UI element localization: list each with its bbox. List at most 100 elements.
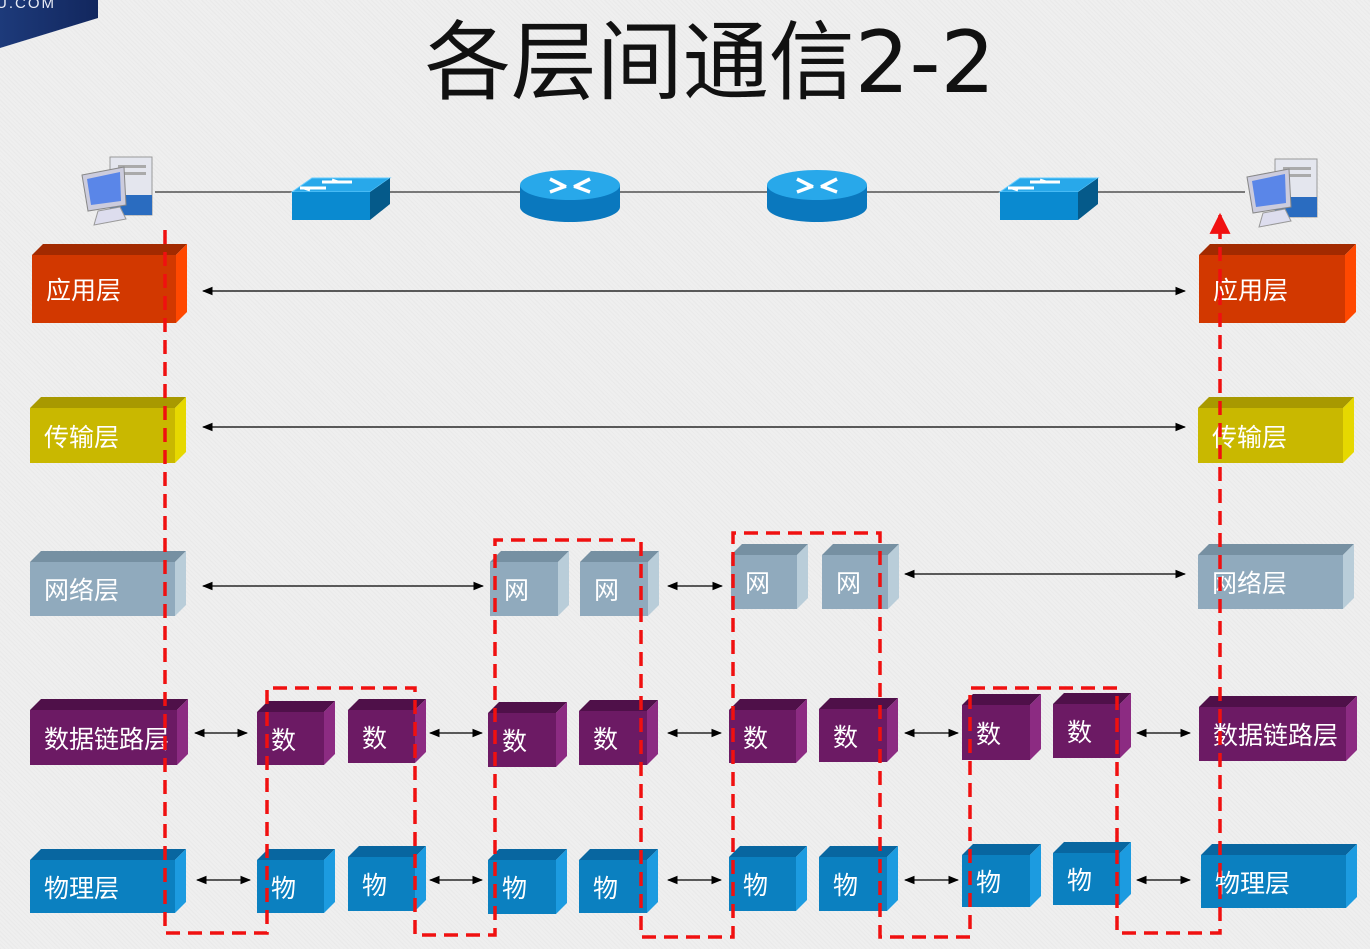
block-side	[324, 701, 335, 765]
computer-icon	[1246, 158, 1318, 228]
physical-layer-block: 物	[819, 846, 898, 911]
datalink-layer-block: 数	[729, 699, 807, 763]
block-label: 物理层	[1201, 855, 1346, 908]
block-side	[1346, 844, 1357, 908]
block-top	[30, 849, 186, 860]
block-side	[1120, 693, 1131, 758]
block-top	[819, 846, 898, 857]
block-label: 数	[348, 710, 415, 763]
block-side	[888, 544, 899, 609]
block-side	[796, 699, 807, 763]
block-label: 网	[731, 555, 797, 609]
network-layer-block: 网	[580, 551, 659, 616]
block-label: 传输层	[1198, 408, 1343, 463]
network-layer-block: 网	[731, 544, 808, 609]
block-side	[1343, 397, 1354, 463]
block-label: 物理层	[30, 860, 175, 913]
network-layer-block: 网络层	[1198, 544, 1354, 609]
block-side	[1030, 844, 1041, 907]
block-side	[1120, 842, 1131, 905]
block-label: 物	[819, 857, 887, 911]
network-layer-block: 网络层	[30, 551, 186, 616]
block-top	[731, 544, 808, 555]
block-side	[797, 544, 808, 609]
block-top	[729, 699, 807, 710]
datalink-layer-block: 数	[488, 702, 567, 767]
physical-layer-block: 物	[729, 846, 807, 911]
block-side	[558, 551, 569, 616]
block-label: 传输层	[30, 408, 175, 463]
block-label: 网	[490, 562, 558, 616]
block-label: 应用层	[32, 255, 176, 323]
transport-layer-block: 传输层	[1198, 397, 1354, 463]
datalink-layer-block: 数据链路层	[30, 699, 188, 765]
block-top	[1053, 693, 1131, 704]
block-side	[1030, 694, 1041, 760]
block-top	[1199, 244, 1356, 255]
block-label: 数	[579, 711, 647, 765]
physical-layer-block: 物理层	[30, 849, 186, 913]
block-label: 数据链路层	[1199, 707, 1346, 761]
block-side	[1343, 544, 1354, 609]
block-side	[1345, 244, 1356, 323]
datalink-layer-block: 数据链路层	[1199, 696, 1357, 761]
computer-icon	[81, 156, 153, 226]
block-top	[348, 846, 426, 857]
block-label: 应用层	[1199, 255, 1345, 323]
block-label: 数	[257, 712, 324, 765]
block-side	[177, 699, 188, 765]
block-side	[176, 244, 187, 323]
block-side	[647, 849, 658, 913]
block-top	[32, 244, 187, 255]
datalink-layer-block: 数	[1053, 693, 1131, 758]
block-label: 物	[579, 860, 647, 913]
block-top	[962, 694, 1041, 705]
physical-layer-block: 物	[962, 844, 1041, 907]
block-top	[30, 551, 186, 562]
block-side	[175, 551, 186, 616]
block-side	[415, 846, 426, 911]
block-side	[415, 699, 426, 763]
block-label: 物	[729, 857, 796, 911]
block-side	[1346, 696, 1357, 761]
block-top	[1201, 844, 1357, 855]
physical-layer-block: 物	[579, 849, 658, 913]
network-layer-block: 网	[490, 551, 569, 616]
block-top	[962, 844, 1041, 855]
page-title: 各层间通信2-2	[424, 13, 996, 113]
block-top	[348, 699, 426, 710]
block-label: 物	[1053, 853, 1120, 905]
datalink-layer-block: 数	[962, 694, 1041, 760]
block-top	[1199, 696, 1357, 707]
application-layer-block: 应用层	[1199, 244, 1356, 323]
block-top	[257, 701, 335, 712]
transport-layer-block: 传输层	[30, 397, 186, 463]
block-top	[488, 702, 567, 713]
block-top	[257, 849, 335, 860]
block-side	[796, 846, 807, 911]
block-label: 网络层	[1198, 555, 1343, 609]
physical-layer-block: 物	[488, 849, 567, 914]
block-top	[30, 699, 188, 710]
switch-icon	[290, 177, 392, 220]
block-side	[324, 849, 335, 913]
block-top	[30, 397, 186, 408]
block-top	[729, 846, 807, 857]
physical-layer-block: 物	[1053, 842, 1131, 905]
block-label: 物	[257, 860, 324, 913]
block-side	[175, 849, 186, 913]
block-label: 数	[488, 713, 556, 767]
block-top	[822, 544, 899, 555]
block-side	[556, 849, 567, 914]
physical-layer-block: 物	[348, 846, 426, 911]
block-top	[488, 849, 567, 860]
block-top	[1198, 544, 1354, 555]
block-label: 数	[729, 710, 796, 763]
block-label: 网络层	[30, 562, 175, 616]
datalink-layer-block: 数	[257, 701, 335, 765]
datalink-layer-block: 数	[348, 699, 426, 763]
router-icon	[520, 170, 620, 222]
datalink-layer-block: 数	[579, 700, 658, 765]
block-side	[556, 702, 567, 767]
